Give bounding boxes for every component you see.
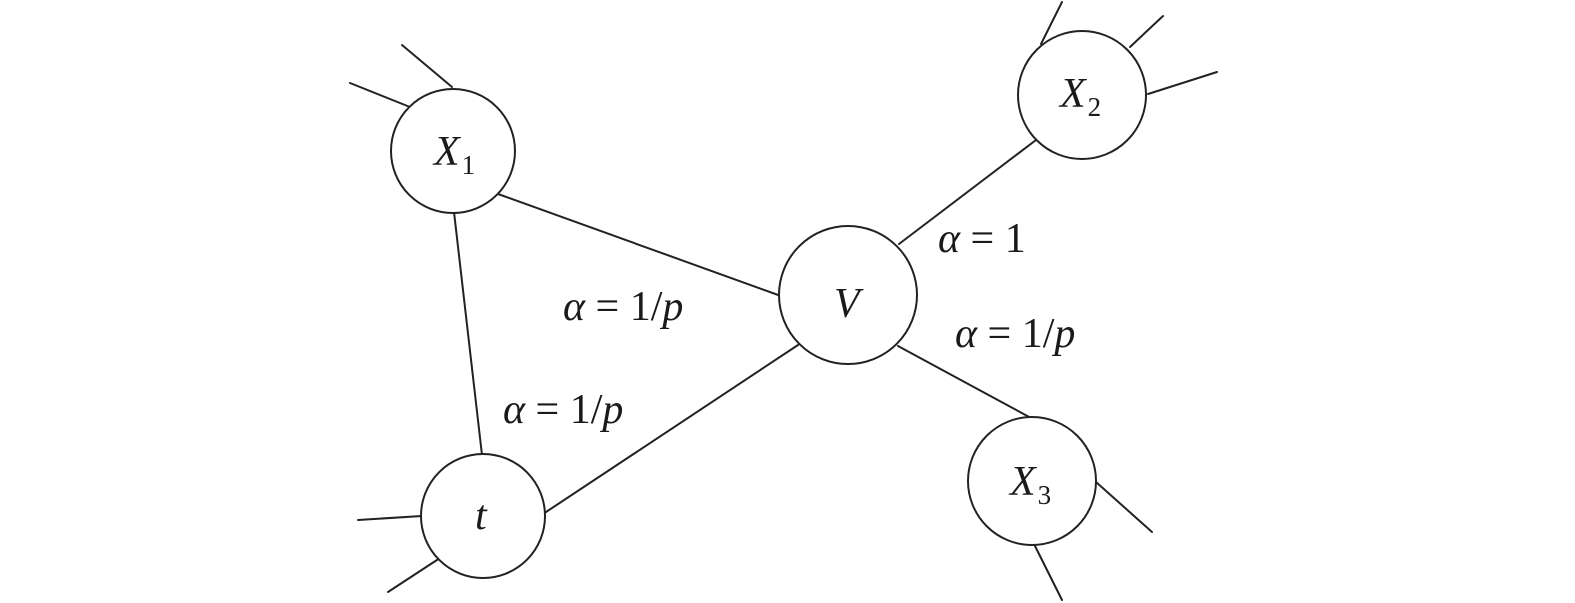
edge-label-x1-v: α = 1/p [563,284,683,330]
edge-v-x3 [897,345,1032,419]
edge-x1-v [497,193,782,297]
stub-edge-t-b [387,557,441,593]
edge-label-v-x2-eq: = 1 [960,216,1026,262]
edge-label-v-x3-alpha: α [955,311,978,357]
stub-edge-x2-b [1129,15,1164,48]
stub-edges [349,1,1218,601]
stub-edge-x2-c [1147,71,1218,95]
node-x3-circle [967,416,1097,546]
node-x2-circle [1017,30,1147,160]
stub-edge-x2-a [1040,1,1063,45]
node-x3-subscript: 3 [1038,480,1052,510]
edge-v-x2 [898,139,1037,245]
stub-edge-x3-a [1095,481,1153,533]
node-x3-label: X3 [1008,459,1051,510]
edge-label-x1-v-eq: = 1/ [585,284,663,330]
edge-t-v [542,344,799,515]
node-x1-subscript: 1 [462,150,476,180]
edge-label-t-v-eq: = 1/ [525,387,603,433]
node-v-circle [778,225,918,365]
node-x3-main: X [1008,459,1038,505]
edge-x1-t [453,211,483,456]
edge-label-t-v-alpha: α [503,387,526,433]
node-v: V [778,225,918,365]
edge-label-v-x3: α = 1/p [955,311,1075,357]
node-x3: X3 [967,416,1097,546]
stub-edge-x1-b [401,44,453,88]
node-x2-subscript: 2 [1088,92,1102,122]
edge-label-v-x2: α = 1 [938,216,1026,262]
node-v-main: V [834,281,864,327]
node-x2-label: X2 [1058,71,1101,122]
node-x1-main: X [432,129,462,175]
edge-label-t-v-p: p [599,387,623,433]
stub-edge-x3-b [1034,545,1063,601]
node-x1-circle [390,88,516,214]
node-t-circle [420,453,546,579]
node-t-label: t [475,493,488,539]
node-x1: X1 [390,88,516,214]
edge-label-v-x3-eq: = 1/ [977,311,1055,357]
edge-label-x1-v-alpha: α [563,284,586,330]
edge-label-v-x2-alpha: α [938,216,961,262]
node-x1-label: X1 [432,129,475,180]
node-t-main: t [475,493,488,539]
node-x2-main: X [1058,71,1088,117]
edge-label-v-x3-p: p [1051,311,1075,357]
edge-label-t-v: α = 1/p [503,387,623,433]
node-t: t [420,453,546,579]
node-x2: X2 [1017,30,1147,160]
graph-edges [453,139,1037,515]
edge-label-x1-v-p: p [659,284,683,330]
stub-edge-t-a [357,515,423,521]
stub-edge-x1-a [349,82,411,108]
node-v-label: V [834,281,864,327]
